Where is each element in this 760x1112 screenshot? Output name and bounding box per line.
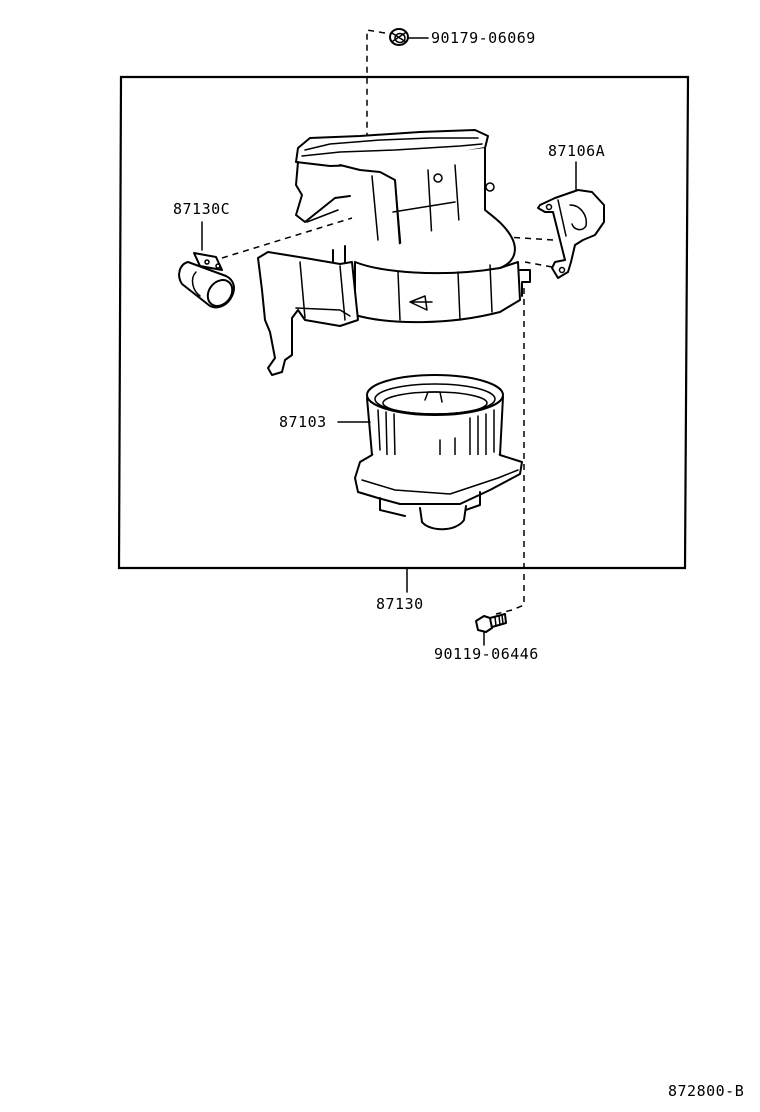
part-label-resistor: 87130C	[173, 200, 231, 218]
part-label-bracket: 87106A	[548, 142, 606, 160]
bracket-icon	[537, 189, 605, 279]
blower-housing-icon	[257, 129, 531, 376]
assembly-frame	[117, 75, 690, 570]
part-label-blower-motor: 87103	[279, 413, 327, 431]
part-label-nut: 90179-06069	[431, 29, 536, 47]
part-label-blower-assembly: 87130	[376, 595, 424, 613]
bolt-icon	[475, 613, 507, 633]
blower-motor-icon	[354, 374, 523, 531]
diagram-reference-code: 872800-B	[668, 1082, 745, 1100]
nut-icon	[389, 28, 409, 46]
resistor-dashed-path	[221, 217, 353, 259]
resistor-icon	[178, 252, 235, 309]
part-label-bolt: 90119-06446	[434, 645, 539, 663]
bolt-dashed-path	[495, 288, 525, 615]
